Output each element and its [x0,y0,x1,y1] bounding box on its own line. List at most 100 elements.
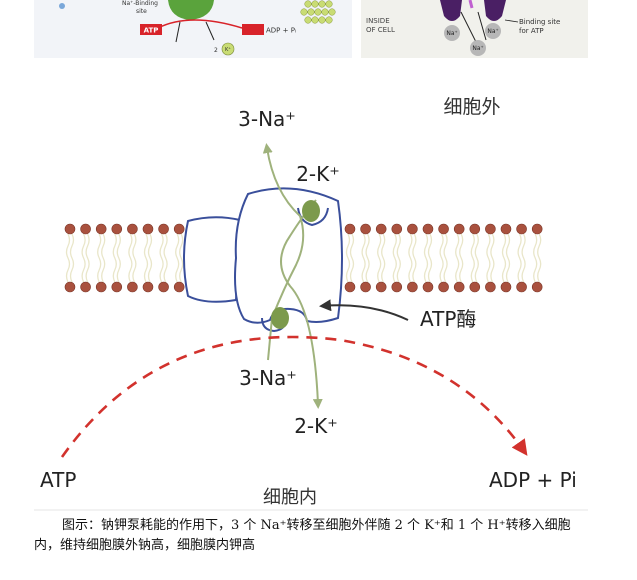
lipid-tails [501,233,511,283]
lipid-head [142,281,154,293]
purple-protein-1 [440,0,462,21]
lipid-head [111,223,123,235]
arrow-line-1 [175,21,181,43]
adp-box [242,24,264,35]
arrow-line-2 [205,21,215,41]
lipid-head [407,223,418,235]
lipid-head [375,281,387,293]
atp-label: ATP [40,468,76,492]
lipid-head [344,223,356,235]
ion-ball [314,8,322,16]
lipid-head [531,281,543,293]
binding-pointer [504,19,519,23]
lipid-head [80,281,91,293]
binding-site-1: Binding site [519,18,560,26]
adp-label: ADP + Pᵢ [266,27,296,35]
lipid-tails [533,233,542,283]
ion-ball-cluster [300,0,336,24]
na-circle-2 [485,23,501,39]
lipid-tails [470,233,479,283]
lipid-tails [486,233,495,283]
lipid-head [344,281,356,293]
ion-ball [300,8,308,16]
pump-protein-main-subunit [234,187,343,324]
lipid-tails [143,233,153,283]
lipid-tails [377,233,386,283]
line-a [460,11,479,47]
lipid-head [173,223,185,235]
lipid-tails [439,233,448,283]
lipid-head [173,281,185,293]
k-ion [302,200,320,222]
red-curve [157,19,243,29]
ion-ball [311,0,319,8]
lipid-head [422,281,434,293]
adp-label: ADP + Pi [489,468,577,492]
lipid-tails [159,233,168,283]
atp-box-label: ATP [144,27,159,35]
line-b [477,11,487,41]
ion-ball [321,8,329,16]
lipid-head [95,223,107,235]
lipid-tails [112,233,121,283]
lipid-head [438,281,449,293]
lipid-tails [423,233,433,283]
lipid-head [158,281,169,293]
lipid-head [485,281,496,293]
small-blue-dot [59,3,65,9]
lipid-head [111,281,123,293]
lipid-head [407,281,418,293]
lipid-head [95,281,107,293]
main-diagram: 细胞外 细胞内 3-Na⁺ 2-K⁺ 3-Na⁺ 2-K⁺ ATP酶 ATP A… [40,96,577,508]
lipid-tails [361,233,370,283]
na-circle-2-label: Na⁺ [487,28,498,35]
lipid-head [422,223,434,235]
lipid-head [64,281,76,293]
enzyme-pointer-arrow [319,299,409,321]
lipid-head [158,223,169,235]
caption-text: 图示：钠钾泵耗能的作用下，3 个 Na⁺转移至细胞外伴随 2 个 K⁺和 1 个… [34,518,571,553]
lipid-head [142,223,154,235]
lipid-head [485,223,496,235]
lipid-head [500,281,512,293]
na-circle-1 [444,25,460,41]
inside-cell-label: 细胞内 [263,487,317,508]
pump-protein-left-subunit [183,216,242,303]
na-circle-3 [470,40,486,56]
lipid-head [469,223,481,235]
inside-label-2: OF CELL [366,26,395,34]
purple-protein-2 [484,0,506,21]
k-in-label: 2-K⁺ [294,414,338,438]
energy-dashed-arrow [60,335,528,458]
magenta-segment [468,0,474,9]
cell-membrane [64,223,543,293]
site-label: site [136,8,147,15]
ion-ball [311,16,319,24]
k-ion-label: K⁺ [225,47,231,53]
inside-label-1: INSIDE [366,17,390,25]
lipid-head [516,281,527,293]
ion-ball [304,16,312,24]
lipid-head [391,281,403,293]
na-transport-path [262,143,305,361]
ion-ball [307,8,315,16]
lipid-tails [175,233,184,283]
na-in-label: 3-Na⁺ [239,366,297,390]
ion-ball [325,16,333,24]
lipid-head [500,223,512,235]
ion-ball [325,0,333,8]
top-right-panel: INSIDE OF CELL Na⁺ Na⁺ Na⁺ Binding site … [361,0,588,58]
lipid-head [80,223,91,235]
lipid-head [516,223,527,235]
lipid-head [453,281,465,293]
lipid-tails [345,233,355,283]
outside-cell-label: 细胞外 [443,96,500,118]
lipid-head [127,223,138,235]
lipid-tails [128,233,137,283]
top-left-panel: Na⁺-Binding site ATP ADP + Pᵢ 2 K⁺ [34,0,352,58]
lipid-head [360,281,371,293]
lipid-tails [455,233,464,283]
lipid-head [375,223,387,235]
na-circle-3-label: Na⁺ [472,45,483,52]
lipid-head [360,223,371,235]
